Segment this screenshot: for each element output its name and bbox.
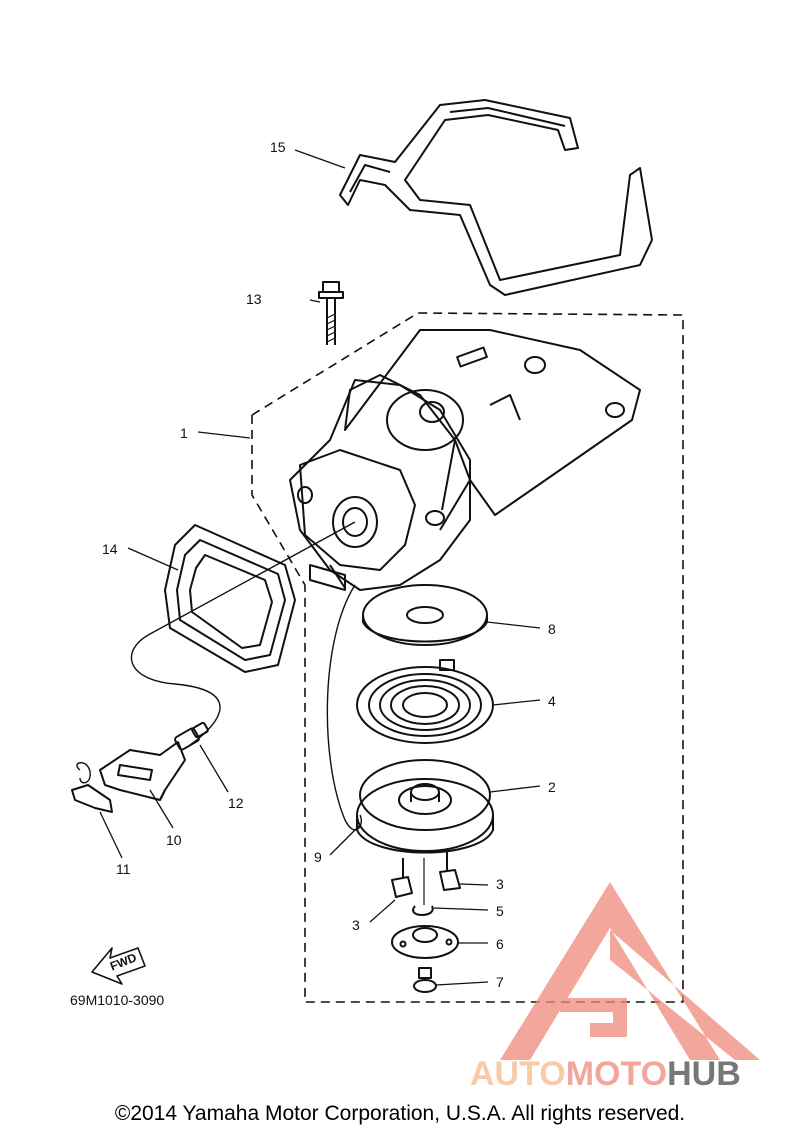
diagram-code: 69M1010-3090 — [70, 992, 164, 1008]
seal-11 — [71, 762, 113, 813]
handle-10 — [99, 741, 186, 801]
part-label: 5 — [496, 903, 504, 919]
copyright-notice: ©2014 Yamaha Motor Corporation, U.S.A. A… — [114, 1102, 686, 1125]
part-label: 3 — [352, 917, 360, 933]
part-label: 9 — [314, 849, 322, 865]
logo-triangle-icon — [500, 882, 760, 1060]
part-label: 15 — [270, 139, 286, 155]
seal-strip-15 — [339, 99, 653, 296]
starter-rope-9 — [130, 521, 362, 831]
rope-guide-12 — [174, 721, 209, 751]
sheave-drum-2 — [356, 759, 494, 854]
part-label: 8 — [548, 621, 556, 637]
logo-text-auto: AUTO — [470, 1055, 566, 1093]
part-label: 3 — [496, 876, 504, 892]
part-label: 12 — [228, 795, 244, 811]
leader-lines — [99, 149, 541, 986]
fwd-arrow-icon — [91, 947, 146, 985]
assembly-dashed-outline — [251, 312, 684, 1003]
part-label: 14 — [102, 541, 118, 557]
pawl-3-left — [391, 858, 413, 898]
bolt-13 — [318, 281, 344, 345]
bolt-7 — [413, 967, 437, 993]
pawl-3-right — [439, 852, 461, 891]
automotohub-logo: AUTOMOTOHUB — [470, 882, 760, 1093]
part-label: 2 — [548, 779, 556, 795]
svg-text:AUTOMOTOHUB: AUTOMOTOHUB — [470, 1055, 741, 1093]
logo-text-moto: MOTO — [566, 1055, 667, 1093]
part-label: 13 — [246, 291, 262, 307]
spiral-spring-4 — [356, 659, 494, 744]
rubber-seal-14 — [164, 524, 296, 673]
part-label: 7 — [496, 974, 504, 990]
drive-plate-6 — [391, 925, 459, 959]
part-label: 11 — [116, 861, 131, 877]
starter-case-1 — [289, 329, 641, 591]
part-label: 4 — [548, 693, 556, 709]
circlip-5 — [412, 905, 434, 916]
part-labels: 1 2 3 3 4 5 6 7 8 9 10 11 12 13 14 15 — [102, 139, 556, 990]
parts-diagram: 1 2 3 3 4 5 6 7 8 9 10 11 12 13 14 15 FW… — [70, 99, 760, 1093]
part-label: 6 — [496, 936, 504, 952]
part-label: 10 — [166, 832, 182, 848]
logo-text-hub: HUB — [667, 1055, 741, 1093]
plate-washer-8 — [362, 584, 488, 646]
part-label: 1 — [180, 425, 188, 441]
